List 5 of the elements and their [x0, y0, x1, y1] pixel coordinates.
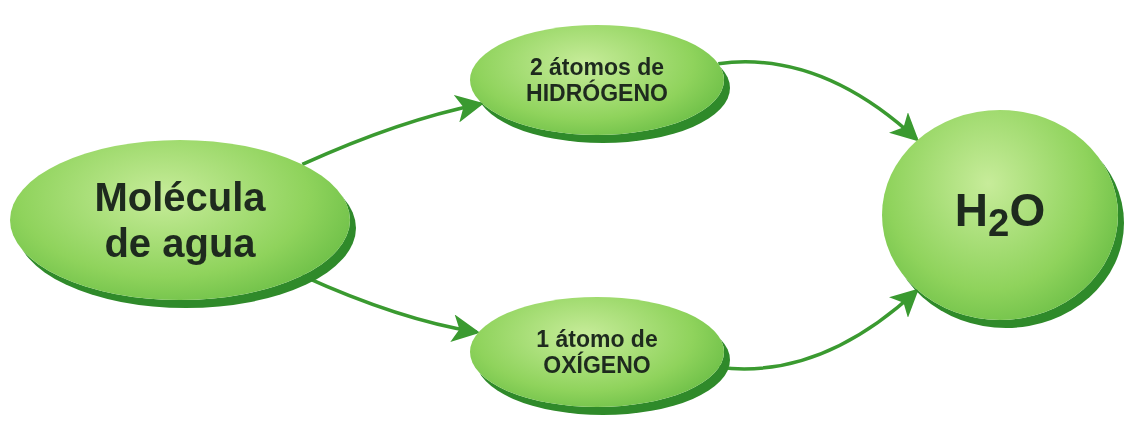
node-label: 2 átomos de HIDRÓGENO: [525, 53, 669, 107]
node-label: 1 átomo de OXÍGENO: [535, 325, 659, 379]
node-label: Molécula de agua: [93, 174, 267, 266]
arrow: [718, 60, 920, 142]
node-label: H$_{2}$O: [954, 184, 1046, 246]
